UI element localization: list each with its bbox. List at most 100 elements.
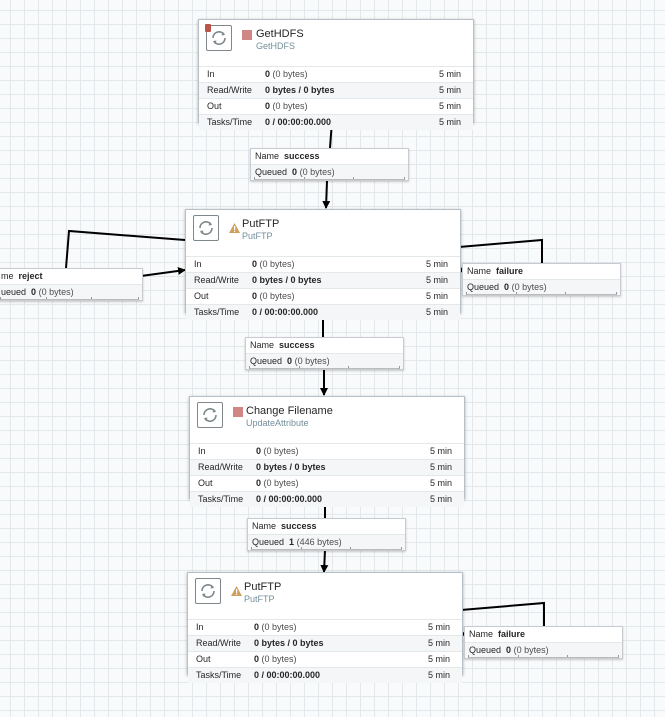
stat-window: 5 min bbox=[438, 69, 461, 79]
stop-square-icon bbox=[242, 30, 252, 40]
connection-queued-label: Queued bbox=[469, 645, 502, 655]
stat-label: In bbox=[207, 69, 215, 79]
connection-name-label: Name bbox=[467, 266, 492, 276]
stat-label: In bbox=[194, 259, 202, 269]
connection-label-success-3[interactable]: Name success Queued 1 (446 bytes) bbox=[247, 518, 406, 551]
processor-name: GetHDFS bbox=[256, 28, 304, 40]
connection-name: reject bbox=[18, 271, 43, 281]
connection-name-label: Name bbox=[255, 151, 280, 161]
stat-label: Tasks/Time bbox=[196, 670, 242, 680]
connection-queued-size: (0 bytes) bbox=[511, 282, 547, 292]
connection-path-reject-b bbox=[140, 266, 186, 277]
stat-value: 0 bytes / 0 bytes bbox=[256, 462, 326, 472]
connection-queued-count: 0 bbox=[292, 167, 298, 177]
stat-window: 5 min bbox=[438, 85, 461, 95]
stat-row-readwrite: Read/Write 0 bytes / 0 bytes 5 min bbox=[190, 459, 464, 475]
connection-name-label: Name bbox=[469, 629, 494, 639]
connection-name: success bbox=[281, 521, 317, 531]
connection-label-failure-1[interactable]: Name failure Queued 0 (0 bytes) bbox=[462, 263, 621, 296]
connection-name: success bbox=[284, 151, 320, 161]
connection-queued-size: (446 bytes) bbox=[296, 537, 342, 547]
stat-detail: (0 bytes) bbox=[263, 478, 299, 488]
stat-value: 0 / 00:00:00.000 bbox=[256, 494, 323, 504]
stat-window: 5 min bbox=[438, 117, 461, 127]
connection-queued-size: (0 bytes) bbox=[38, 287, 74, 297]
connection-name-label: Name bbox=[252, 521, 277, 531]
processor-stats: In 0 (0 bytes) 5 min Read/Write 0 bytes … bbox=[186, 256, 460, 320]
stat-window: 5 min bbox=[429, 494, 452, 504]
processor-name: PutFTP bbox=[242, 218, 280, 230]
connection-label-success-2[interactable]: Name success Queued 0 (0 bytes) bbox=[245, 337, 404, 370]
stat-value: 0 bbox=[256, 478, 262, 488]
stat-label: Tasks/Time bbox=[194, 307, 240, 317]
connection-queued-count: 0 bbox=[287, 356, 293, 366]
processor-refresh-icon bbox=[195, 578, 221, 604]
processor-change-filename[interactable]: Change Filename UpdateAttribute In 0 (0 … bbox=[189, 396, 465, 507]
stat-value: 0 / 00:00:00.000 bbox=[254, 670, 321, 680]
stat-label: Read/Write bbox=[194, 275, 239, 285]
stat-detail: (0 bytes) bbox=[272, 101, 308, 111]
connection-path-success-3b bbox=[320, 549, 329, 573]
stat-label: Read/Write bbox=[198, 462, 243, 472]
stat-value: 0 bbox=[256, 446, 262, 456]
bulletin-badge-icon[interactable] bbox=[205, 24, 211, 32]
stat-value: 0 bbox=[252, 259, 258, 269]
connection-queued-label: Queued bbox=[252, 537, 285, 547]
stat-row-out: Out 0 (0 bytes) 5 min bbox=[199, 98, 473, 114]
stat-value: 0 bbox=[252, 291, 258, 301]
processor-refresh-icon bbox=[193, 215, 219, 241]
processor-type: UpdateAttribute bbox=[246, 418, 309, 428]
processor-putftp-1[interactable]: PutFTP PutFTP In 0 (0 bytes) 5 min Read/… bbox=[185, 209, 461, 320]
processor-refresh-icon bbox=[197, 402, 223, 428]
stat-label: In bbox=[198, 446, 206, 456]
connection-queued-count: 0 bbox=[504, 282, 510, 292]
stat-row-tasks: Tasks/Time 0 / 00:00:00.000 5 min bbox=[199, 114, 473, 130]
stat-value: 0 bytes / 0 bytes bbox=[265, 85, 335, 95]
connection-label-failure-2[interactable]: Name failure Queued 0 (0 bytes) bbox=[464, 626, 623, 659]
processor-type: PutFTP bbox=[244, 594, 275, 604]
stat-row-readwrite: Read/Write 0 bytes / 0 bytes 5 min bbox=[199, 82, 473, 98]
stat-window: 5 min bbox=[427, 622, 450, 632]
connection-queued-size: (0 bytes) bbox=[513, 645, 549, 655]
queue-progress-bar bbox=[249, 366, 400, 369]
connection-path-failure-1 bbox=[458, 238, 543, 264]
stat-label: Out bbox=[198, 478, 213, 488]
warning-triangle-icon[interactable] bbox=[231, 583, 242, 596]
connection-path-reject bbox=[65, 229, 186, 269]
stat-window: 5 min bbox=[427, 638, 450, 648]
queue-progress-bar bbox=[254, 177, 405, 180]
processor-gethdfs[interactable]: GetHDFS GetHDFS In 0 (0 bytes) 5 min Rea… bbox=[198, 19, 474, 130]
stat-row-out: Out 0 (0 bytes) 5 min bbox=[188, 651, 462, 667]
connection-label-reject[interactable]: me reject ueued 0 (0 bytes) bbox=[0, 268, 143, 301]
processor-stats: In 0 (0 bytes) 5 min Read/Write 0 bytes … bbox=[199, 66, 473, 130]
connection-queued-count: 0 bbox=[31, 287, 37, 297]
stat-row-tasks: Tasks/Time 0 / 00:00:00.000 5 min bbox=[190, 491, 464, 507]
stat-label: Read/Write bbox=[196, 638, 241, 648]
stat-label: Out bbox=[194, 291, 209, 301]
stat-window: 5 min bbox=[429, 478, 452, 488]
warning-triangle-icon[interactable] bbox=[229, 220, 240, 233]
connection-queued-label: Queued bbox=[467, 282, 500, 292]
connection-name: failure bbox=[496, 266, 524, 276]
connection-path-success-1b bbox=[322, 180, 331, 209]
processor-type: GetHDFS bbox=[256, 41, 296, 51]
stat-label: In bbox=[196, 622, 204, 632]
stat-window: 5 min bbox=[425, 291, 448, 301]
stop-square-icon bbox=[233, 407, 243, 417]
connection-queued-label: Queued bbox=[250, 356, 283, 366]
processor-putftp-2[interactable]: PutFTP PutFTP In 0 (0 bytes) 5 min Read/… bbox=[187, 572, 463, 683]
stat-row-in: In 0 (0 bytes) 5 min bbox=[186, 256, 460, 272]
stat-row-readwrite: Read/Write 0 bytes / 0 bytes 5 min bbox=[186, 272, 460, 288]
stat-row-tasks: Tasks/Time 0 / 00:00:00.000 5 min bbox=[188, 667, 462, 683]
connection-label-success-1[interactable]: Name success Queued 0 (0 bytes) bbox=[250, 148, 409, 181]
connection-queued-label: ueued bbox=[1, 287, 27, 297]
stat-label: Tasks/Time bbox=[198, 494, 244, 504]
stat-detail: (0 bytes) bbox=[272, 69, 308, 79]
connection-path-failure-2 bbox=[460, 601, 545, 627]
stat-detail: (0 bytes) bbox=[261, 654, 297, 664]
stat-value: 0 bbox=[254, 622, 260, 632]
stat-value: 0 bbox=[265, 69, 271, 79]
processor-name: PutFTP bbox=[244, 581, 282, 593]
connection-name-label: me bbox=[1, 271, 14, 281]
